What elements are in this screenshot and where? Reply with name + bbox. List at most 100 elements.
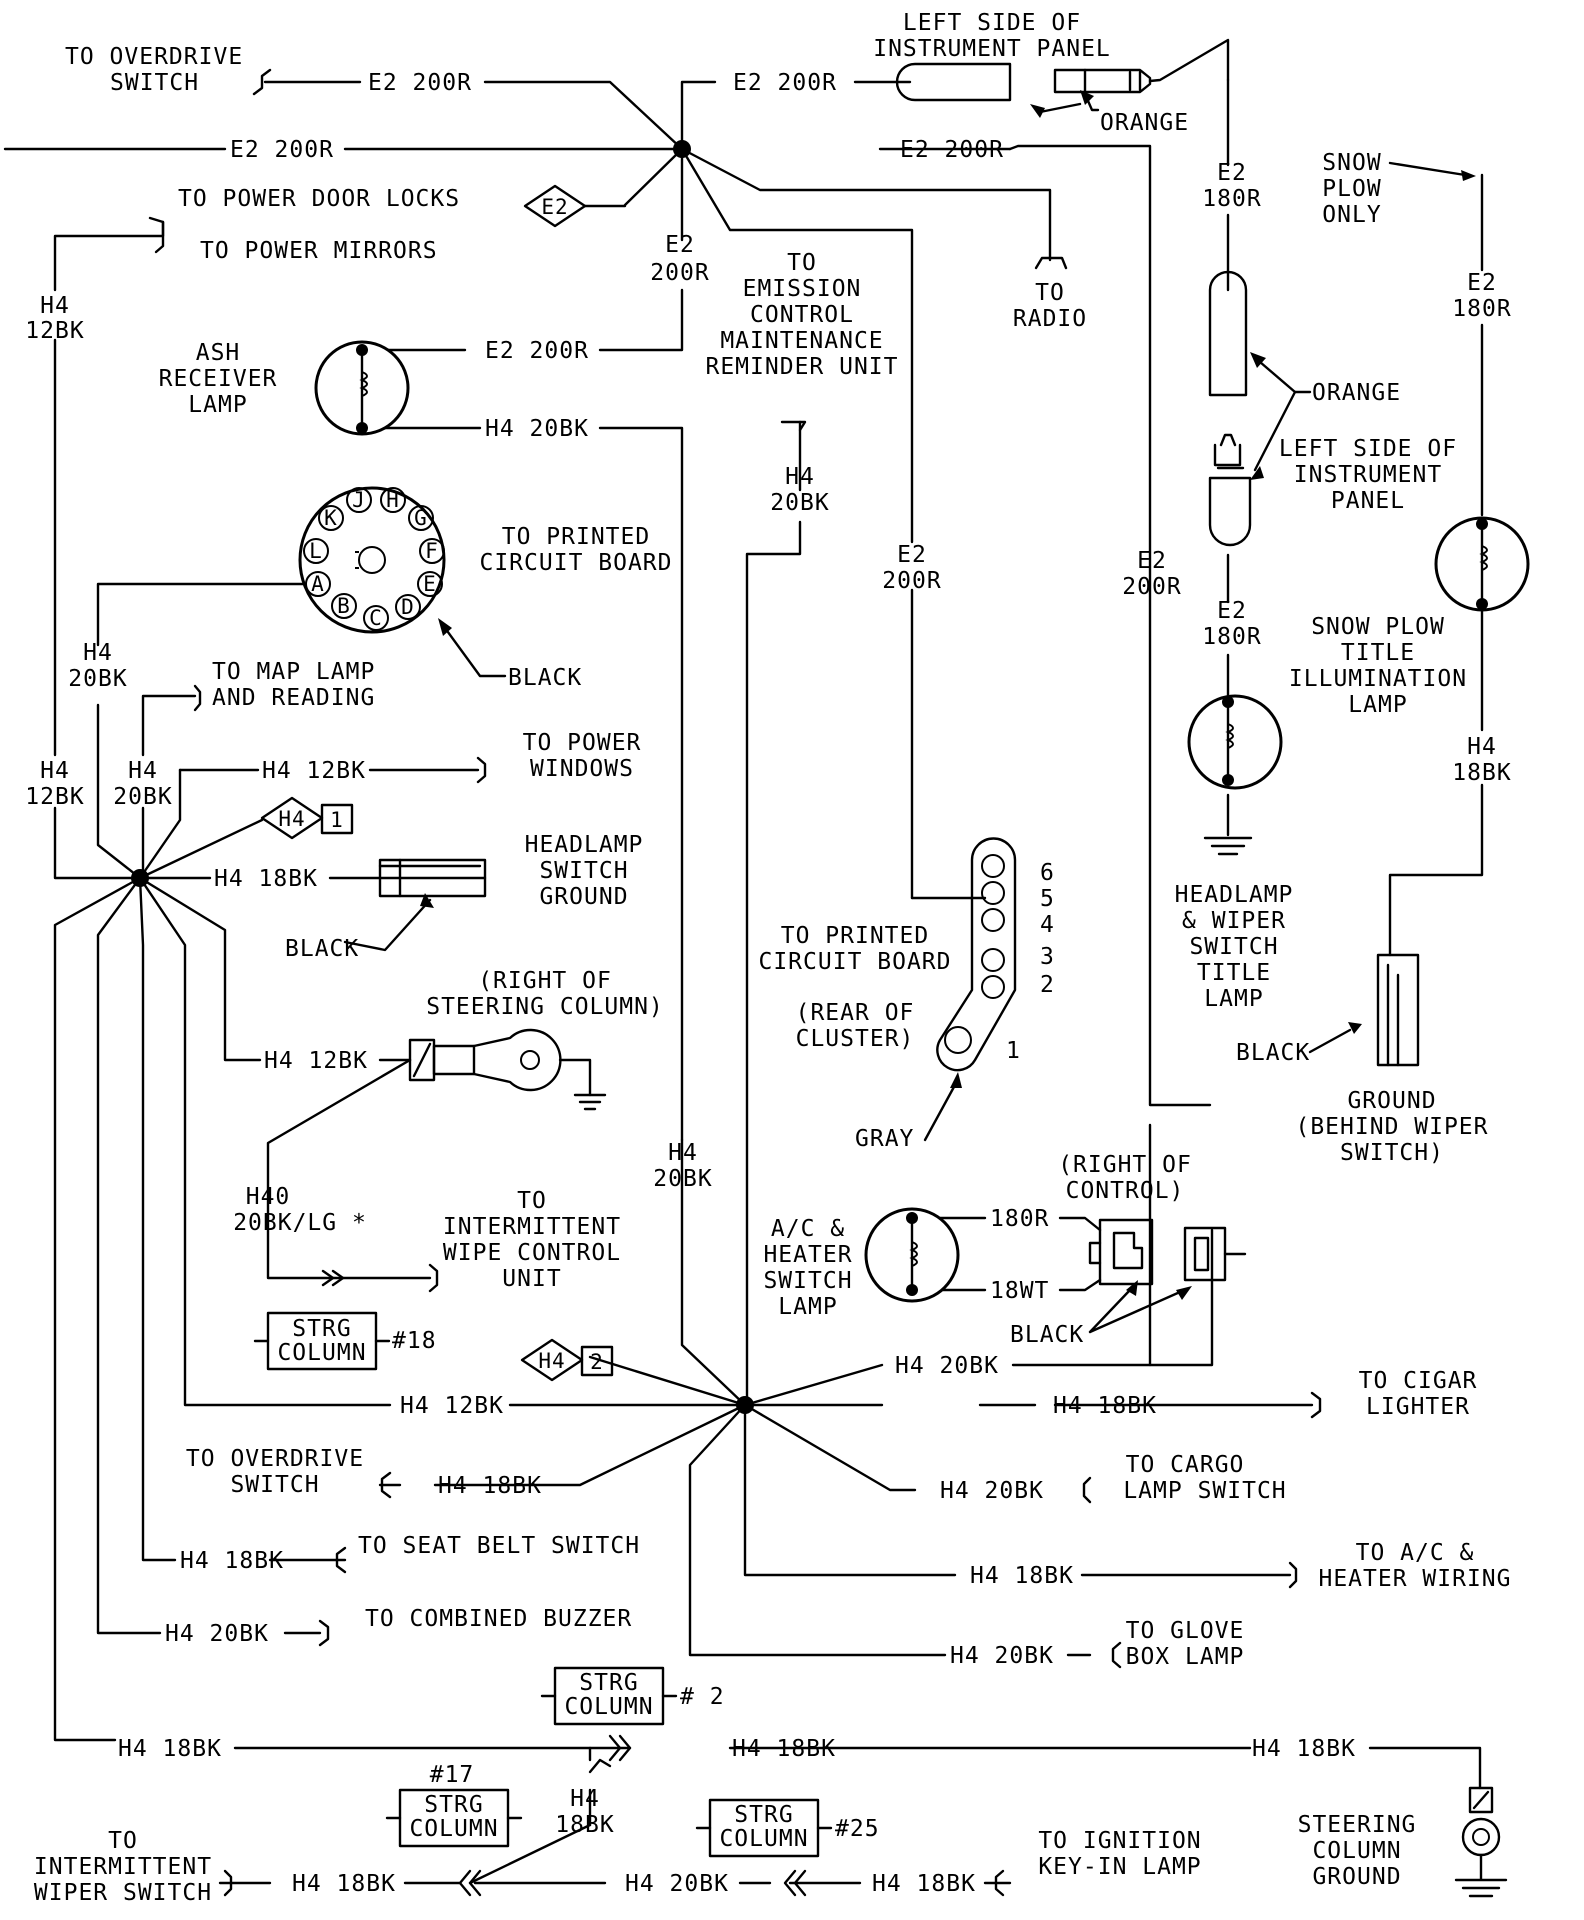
label-gbw-3: SWITCH)	[1340, 1140, 1444, 1166]
label-e2-180r-c1: E2	[1217, 598, 1247, 624]
label-strg-17: #17	[430, 1762, 475, 1788]
label-h4-18bk-cigar: H4 18BK	[1053, 1393, 1157, 1419]
svg-text:B: B	[337, 594, 351, 618]
splice-marker-e2: E2	[523, 184, 627, 228]
label-h4-18bk-snow-2: 18BK	[1452, 760, 1511, 786]
label-180r: 180R	[990, 1206, 1049, 1232]
splice-marker-h4-1: H4 1	[260, 796, 354, 840]
label-emission-4: MAINTENANCE	[720, 328, 883, 354]
label-e2-180r-b1: E2	[1467, 270, 1497, 296]
svg-text:H: H	[386, 488, 400, 512]
label-h4-20bk-bot: H4 20BK	[625, 1871, 729, 1897]
label-h4-20bk-ctrl: H4 20BK	[895, 1353, 999, 1379]
label-roc-2: CLUSTER)	[796, 1026, 915, 1052]
label-power-door-locks: TO POWER DOOR LOCKS	[178, 186, 460, 212]
label-h4-12bk-left-1: H4	[40, 293, 70, 319]
label-hw-title-2: & WIPER	[1182, 908, 1286, 934]
ash-receiver-lamp-symbol	[314, 340, 410, 436]
black-leader-ground	[1308, 1028, 1352, 1054]
label-hw-title-5: LAMP	[1204, 986, 1263, 1012]
label-glove-2: BOX LAMP	[1126, 1644, 1245, 1670]
label-pcb-mid-2: CIRCUIT BOARD	[758, 949, 951, 975]
label-snow-3: ONLY	[1322, 202, 1381, 228]
label-emission-1: TO	[787, 250, 817, 276]
label-snow-1: SNOW	[1322, 150, 1381, 176]
label-iw-1: TO	[108, 1828, 138, 1854]
label-ash-1: ASH	[196, 340, 241, 366]
label-cigar-2: LIGHTER	[1366, 1394, 1470, 1420]
label-strg-25: #25	[835, 1816, 880, 1842]
label-e2-200r-d: E2 200R	[900, 137, 1004, 163]
label-h4-20bk-ash: H4 20BK	[485, 416, 589, 442]
label-strg2-2: COLUMN	[564, 1694, 653, 1720]
label-roctl-1: (RIGHT OF	[1058, 1152, 1192, 1178]
svg-text:C: C	[369, 606, 383, 630]
label-roctl-2: CONTROL)	[1066, 1178, 1185, 1204]
label-h4-20bk-b-1: H4	[128, 758, 158, 784]
label-h4-12bk-c: H4 12BK	[400, 1393, 504, 1419]
label-emission-3: CONTROL	[750, 302, 854, 328]
label-gbw-2: (BEHIND WIPER	[1295, 1114, 1488, 1140]
strg-column-17	[385, 1788, 523, 1848]
svg-text:F: F	[425, 539, 439, 563]
label-h4-12bk-left-2: 12BK	[25, 318, 84, 344]
label-h4-20bk-c-1: H4	[668, 1140, 698, 1166]
label-h4-18bk-hsg: H4 18BK	[214, 866, 318, 892]
label-strg25-1: STRG	[734, 1802, 793, 1828]
label-black-conn: BLACK	[508, 665, 582, 691]
label-strg2-1: STRG	[579, 1670, 638, 1696]
label-h4-12bk-b-1: H4	[40, 758, 70, 784]
label-radio-2: RADIO	[1013, 306, 1087, 332]
label-radio-1: TO	[1035, 280, 1065, 306]
label-scg-3: GROUND	[1312, 1864, 1401, 1890]
label-black-ground: BLACK	[1236, 1040, 1310, 1066]
svg-text:E: E	[423, 572, 437, 596]
label-emission-2: EMISSION	[743, 276, 862, 302]
black-leader-control	[1088, 1288, 1182, 1334]
label-hsg-3: GROUND	[539, 884, 628, 910]
steering-column-eyelet	[408, 1028, 607, 1111]
svg-text:1: 1	[330, 808, 344, 832]
svg-text:A: A	[311, 572, 325, 596]
wires	[3, 78, 1484, 1885]
label-h4-20bk-cargo: H4 20BK	[940, 1478, 1044, 1504]
label-wipe-ctrl-3: WIPE CONTROL	[443, 1240, 621, 1266]
label-e2-200r-e1: E2	[665, 232, 695, 258]
svg-text:H4: H4	[278, 807, 305, 831]
label-left-side-top-2: INSTRUMENT PANEL	[873, 36, 1111, 62]
label-h4-18bk-bot-a: H4 18BK	[118, 1736, 222, 1762]
svg-text:K: K	[324, 506, 338, 530]
label-h4-18bk-ign: H4 18BK	[872, 1871, 976, 1897]
label-gray: GRAY	[855, 1126, 914, 1152]
label-h4-20bk-conn-2: 20BK	[68, 666, 127, 692]
label-rsc-1: (RIGHT OF	[478, 968, 612, 994]
label-cluster-pin-1: 1	[1006, 1038, 1021, 1064]
svg-text:2: 2	[590, 1350, 604, 1374]
label-strg-18: #18	[392, 1328, 437, 1354]
label-wipe-ctrl-1: TO	[517, 1188, 547, 1214]
label-power-windows-1: TO POWER	[523, 730, 642, 756]
label-hw-title-1: HEADLAMP	[1175, 882, 1294, 908]
label-left-side-top-1: LEFT SIDE OF	[903, 10, 1081, 36]
label-wipe-ctrl-2: INTERMITTENT	[443, 1214, 621, 1240]
label-h4-20bk-c-2: 20BK	[653, 1166, 712, 1192]
label-e2-200r-h1: E2	[1137, 548, 1167, 574]
ground-behind-wiper-connector	[1376, 953, 1420, 1067]
splice-h4-lower	[736, 1396, 754, 1414]
label-h4-18bk-bot-b: H4 18BK	[732, 1736, 836, 1762]
label-strg25-2: COLUMN	[719, 1826, 808, 1852]
label-wipe-ctrl-4: UNIT	[502, 1266, 561, 1292]
instrument-panel-socket-top	[895, 38, 1230, 102]
headlamp-wiper-title-lamp-symbol	[1187, 694, 1283, 856]
svg-text:G: G	[414, 506, 428, 530]
label-iw-2: INTERMITTENT	[34, 1854, 212, 1880]
label-snow-title-4: LAMP	[1348, 692, 1407, 718]
label-buzzer: TO COMBINED BUZZER	[365, 1606, 632, 1632]
label-left-side-mid-2: INSTRUMENT	[1294, 462, 1442, 488]
label-e2-200r-a: E2 200R	[368, 70, 472, 96]
label-black-hsg: BLACK	[285, 936, 359, 962]
label-cluster-pin-3: 3	[1040, 944, 1055, 970]
label-ac-lamp-1: A/C &	[771, 1216, 845, 1242]
label-orange-top: ORANGE	[1100, 110, 1189, 136]
label-iw-3: WIPER SWITCH	[34, 1880, 212, 1906]
